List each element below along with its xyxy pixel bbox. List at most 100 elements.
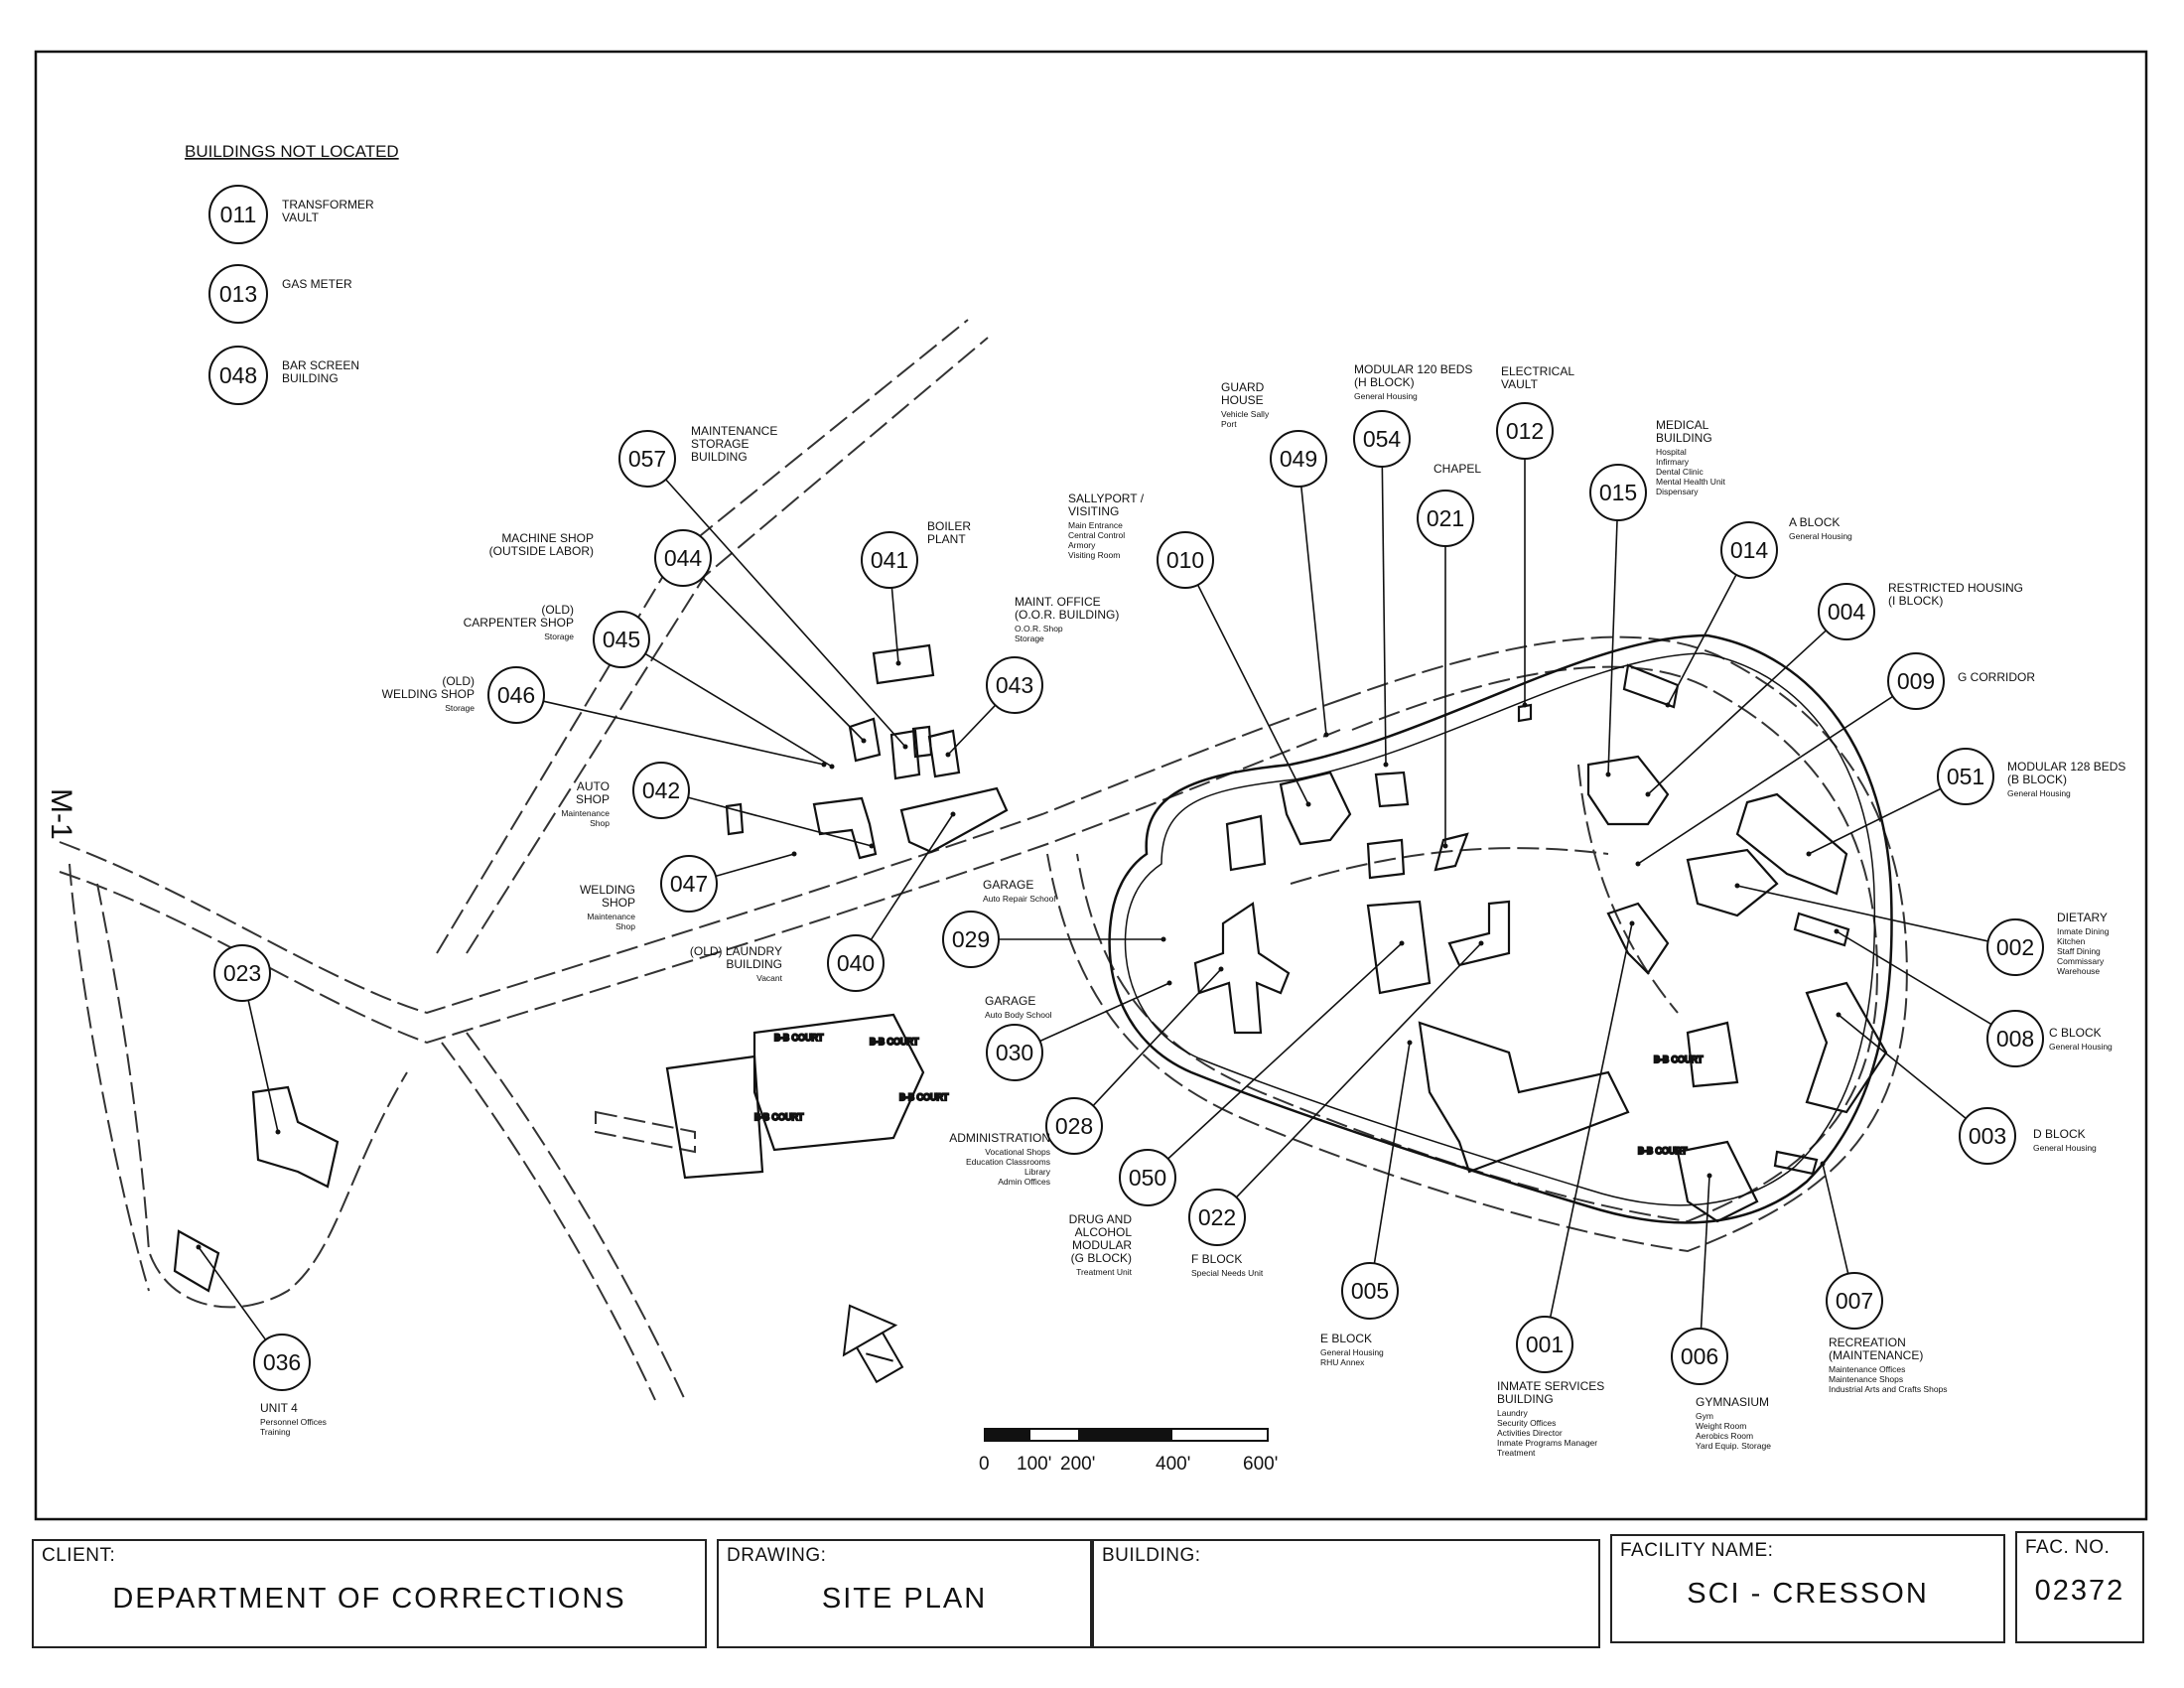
building-number: 043 [996,672,1033,698]
building-footprint [1586,755,1670,826]
building-name: MODULAR 120 BEDS [1354,362,1472,376]
building-name: BUILDING [1497,1392,1554,1406]
building-description: Laundry [1497,1408,1528,1418]
building-name: (O.O.R. BUILDING) [1015,608,1119,622]
building-name: D BLOCK [2033,1127,2086,1141]
building-name: UNIT 4 [260,1401,298,1415]
building-description: RHU Annex [1320,1357,1365,1367]
building-number: 022 [1198,1204,1236,1230]
leader-dot [869,843,875,849]
court-label: B-B COURT [774,1033,824,1043]
callout-circle [1589,464,1647,521]
leader-dot [861,738,867,744]
building-name: SHOP [602,896,635,910]
building-description: Dispensary [1656,487,1699,496]
building-name: (OLD) LAUNDRY [690,944,782,958]
leader-line [1700,1175,1710,1330]
building-name: C BLOCK [2049,1026,2102,1040]
facno-value: 02372 [2034,1575,2125,1607]
leader-line [1822,1163,1849,1274]
building-number: 050 [1129,1165,1166,1191]
building-name: VAULT [1501,377,1539,391]
leader-line [1196,584,1309,805]
building-description: Central Control [1068,530,1125,540]
building-description: Vehicle Sally [1221,409,1270,419]
leader-dot [1218,966,1224,972]
building-footprint [1374,771,1410,808]
facility-value: SCI - CRESSON [1687,1578,1929,1610]
leader-line [1836,930,1992,1026]
building-name: HOUSE [1221,393,1264,407]
building-name: (OUTSIDE LABOR) [489,544,594,558]
client-label: CLIENT: [42,1545,116,1566]
leader-line [1381,466,1387,766]
building-footprint [173,1229,220,1293]
building-description: Special Needs Unit [1191,1268,1264,1278]
leader-dot [1734,883,1740,889]
leader-dot [902,744,908,750]
building-footprint [1805,981,1888,1114]
leader-line [890,587,899,664]
leader-dot [1407,1040,1413,1046]
drawing-label: DRAWING: [727,1545,827,1566]
building-name: VISITING [1068,504,1119,518]
building-description: Main Entrance [1068,520,1123,530]
title-block-building: BUILDING: [1092,1539,1600,1648]
building-number: 014 [1730,537,1769,563]
leader-dot [1665,702,1671,708]
callout-circle [1353,410,1411,468]
building-name: GARAGE [985,994,1035,1008]
building-number: 009 [1897,668,1935,694]
building-callouts: 057MAINTENANCESTORAGEBUILDING044MACHINE … [213,362,2125,1458]
building-description: Shop [590,818,610,828]
scale-tick-600: 600' [1243,1454,1278,1475]
building-number: 045 [603,627,640,652]
building-description: Security Offices [1497,1418,1556,1428]
legend-label: GAS METER [282,277,352,291]
building-footprint [1279,771,1352,846]
leader-dot [1166,980,1172,986]
callout-circle [208,346,268,405]
callout-circle [1045,1097,1103,1155]
legend-number: 048 [219,362,257,388]
legend-number: 011 [220,202,257,227]
building-description: Hospital [1656,447,1687,457]
leader-line [1607,519,1618,775]
building-number: 029 [952,926,990,952]
building-description: Education Classrooms [966,1157,1050,1167]
building-footprint [848,717,882,763]
building-description: O.O.R. Shop [1015,624,1063,633]
leader-dot [1478,940,1484,946]
leader-line [198,1246,267,1340]
court-label: B-B COURT [754,1112,804,1122]
building-name: MAINTENANCE [691,424,777,438]
building-description: Kitchen [2057,936,2086,946]
building-name: ADMINISTRATION [949,1131,1050,1145]
building-number: 057 [628,446,666,472]
building-description: Industrial Arts and Crafts Shops [1829,1384,1948,1394]
building-footprint [899,786,1009,854]
building-name: (H BLOCK) [1354,375,1415,389]
callout-circle [861,531,918,589]
building-description: Mental Health Unit [1656,477,1726,487]
building-footprint [665,1055,764,1180]
building-name: RECREATION [1829,1336,1906,1349]
callout-circle [1720,521,1778,579]
title-block-drawing: DRAWING: SITE PLAN [717,1539,1092,1648]
leader-line [1667,574,1737,706]
building-name: E BLOCK [1320,1332,1372,1345]
title-block-facno: FAC. NO. 02372 [2015,1531,2144,1643]
building-description: Vocational Shops [985,1147,1050,1157]
leader-lines [196,459,1992,1340]
building-description: General Housing [2049,1042,2113,1052]
